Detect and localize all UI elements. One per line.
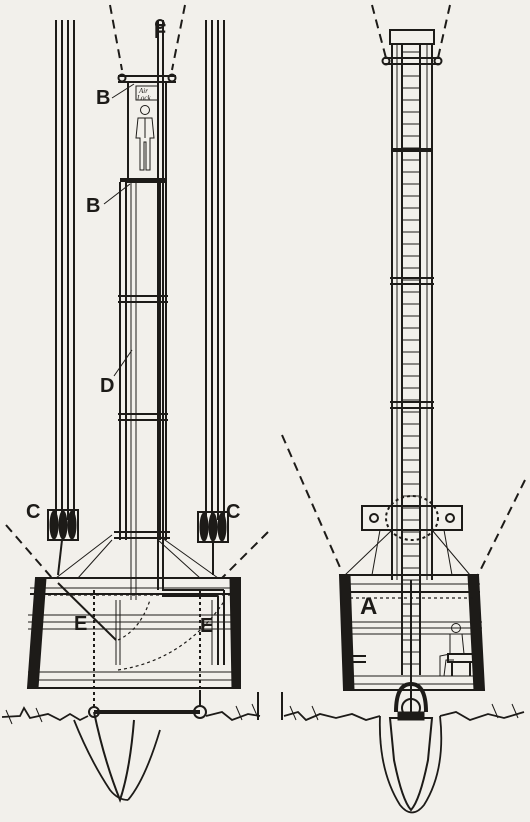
right-shaft [381,29,443,580]
guy-line-left [5,524,53,579]
left-pulley-block [47,509,79,576]
left-elevation: Air Lock [1,4,269,803]
label-C-right: C [226,501,240,523]
left-caisson [26,577,241,708]
label-A: A [360,593,377,620]
top-guy-left [109,4,123,71]
air-lock-sign-line2: Lock [136,94,152,102]
right-bucket [388,681,434,812]
label-B-mid: B [86,195,100,217]
right-ground [281,692,525,814]
right-caisson [338,574,486,712]
label-E-right: E [200,615,213,637]
left-cable-group [55,20,75,520]
left-grab-bucket [88,690,207,803]
label-D: D [100,375,114,397]
guy-line-right [221,531,269,579]
label-E-left: E [74,613,87,635]
label-C-left: C [26,501,40,523]
label-F: F [154,21,166,43]
air-chamber-collar [361,495,463,541]
seated-worker [439,623,465,677]
right-ladder [401,44,421,675]
left-ground [1,692,261,801]
air-lock: Air Lock [117,73,177,183]
label-B-top: B [96,87,110,109]
air-lock-sign-line1: Air [138,87,148,95]
left-shaft [114,19,170,600]
right-section: A [281,4,526,814]
right-cable-group [205,20,225,520]
worker-figure [135,105,155,171]
top-guy-right [171,4,186,71]
right-pulley-block [197,511,229,575]
